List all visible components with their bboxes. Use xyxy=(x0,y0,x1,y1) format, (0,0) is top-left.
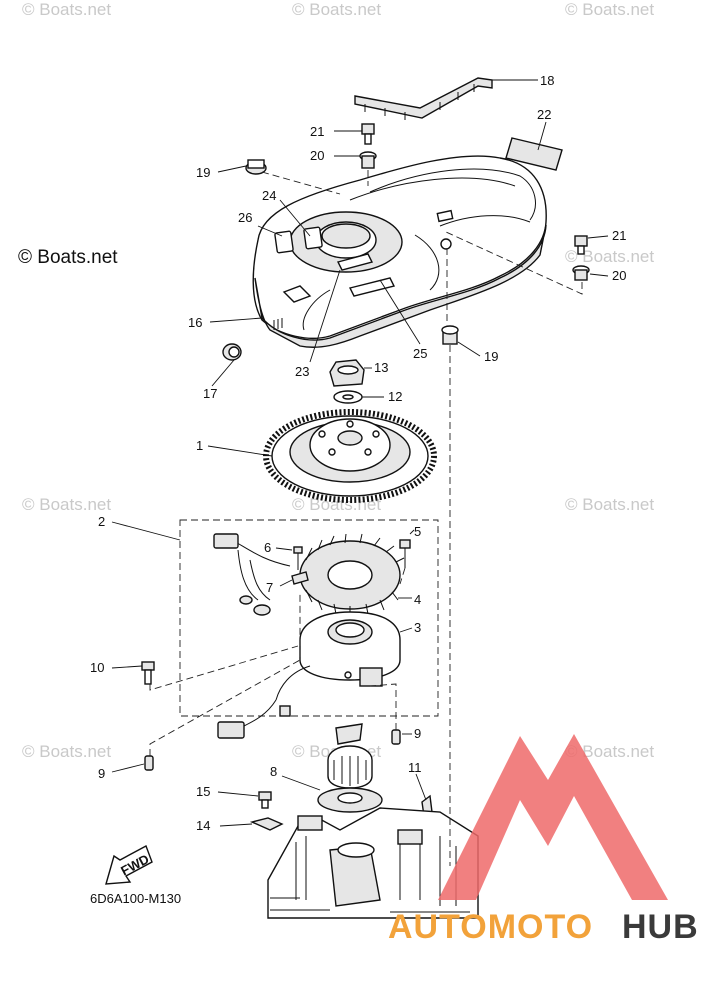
part-8-drive-sleeve xyxy=(317,723,383,813)
callout-20: 20 xyxy=(310,148,324,163)
callout-23: 23 xyxy=(295,364,309,379)
callout-26: 26 xyxy=(238,210,252,225)
callout-10: 10 xyxy=(90,660,104,675)
part-9-dowel-left xyxy=(144,755,154,771)
watermark-text: © Boats.net xyxy=(565,247,654,266)
engine-block xyxy=(267,807,479,919)
brand-hub: HUB xyxy=(622,908,699,946)
part-18-cover-strip xyxy=(354,77,493,120)
watermark-text: © Boats.net xyxy=(565,742,654,761)
callout-8: 8 xyxy=(270,764,277,779)
callout-18: 18 xyxy=(540,73,554,88)
part-21-bolt-top xyxy=(361,123,375,145)
alignment-line xyxy=(149,594,301,756)
watermark-text: © Boats.net xyxy=(22,0,111,19)
callout-21: 21 xyxy=(612,228,626,243)
fwd-label: FWD xyxy=(118,851,151,878)
alignment-line xyxy=(261,171,341,195)
callout-24: 24 xyxy=(262,188,276,203)
callout-2: 2 xyxy=(98,514,105,529)
callout-12: 12 xyxy=(388,389,402,404)
callout-19: 19 xyxy=(484,349,498,364)
part-4-stator xyxy=(299,533,405,616)
callout-9: 9 xyxy=(98,766,105,781)
callout-22: 22 xyxy=(537,107,551,122)
callout-6: 6 xyxy=(264,540,271,555)
part-21-bolt-right xyxy=(574,235,588,255)
part-5-bolt xyxy=(399,539,411,568)
brand-automoto: AUTOMOTO xyxy=(388,908,593,946)
stator-assembly-box xyxy=(179,519,439,717)
callout-17: 17 xyxy=(203,386,217,401)
logo-triangle-icon xyxy=(438,734,668,900)
alignment-line xyxy=(369,683,397,730)
part-16-flywheel-cover xyxy=(252,155,547,348)
callout-11: 11 xyxy=(408,760,422,775)
part-6-screw xyxy=(293,546,303,570)
part-19-grommet-right xyxy=(441,325,459,345)
callout-20: 20 xyxy=(612,268,626,283)
automotohub-logo xyxy=(438,734,668,900)
alignment-line xyxy=(149,645,299,691)
part-14-bracket xyxy=(249,817,284,831)
callout-7: 7 xyxy=(266,580,273,595)
callout-9: 9 xyxy=(414,726,421,741)
watermark-text: © Boats.net xyxy=(22,495,111,514)
callout-5: 5 xyxy=(414,524,421,539)
alignment-line xyxy=(445,231,583,295)
part-19-grommet-left xyxy=(245,159,267,175)
callout-21: 21 xyxy=(310,124,324,139)
part-20-collar-top xyxy=(359,151,377,169)
callout-4: 4 xyxy=(414,592,421,607)
callout-25: 25 xyxy=(413,346,427,361)
callout-numbers: 18 21 20 19 22 24 26 21 20 16 19 17 23 2… xyxy=(90,73,626,833)
callout-1: 1 xyxy=(196,438,203,453)
part-7-clamp xyxy=(291,571,309,585)
callout-15: 15 xyxy=(196,784,210,799)
watermark-text: © Boats.net xyxy=(22,742,111,761)
part-10-bolt xyxy=(141,661,155,685)
callout-3: 3 xyxy=(414,620,421,635)
watermark-main-text: © Boats.net xyxy=(18,247,118,268)
watermark-text: © Boats.net xyxy=(292,0,381,19)
part-13-flywheel-nut xyxy=(329,359,365,387)
callout-13: 13 xyxy=(374,360,388,375)
part-17-grommet xyxy=(222,343,242,361)
diagram-code: 6D6A100-M130 xyxy=(90,891,181,906)
callout-16: 16 xyxy=(188,315,202,330)
part-3-stator-base xyxy=(217,611,401,739)
part-12-washer xyxy=(333,390,363,404)
fwd-arrow: FWD xyxy=(105,845,153,885)
callout-14: 14 xyxy=(196,818,210,833)
part-20-collar-right xyxy=(572,265,590,281)
part-9-dowel-right xyxy=(391,729,401,745)
stator-harness xyxy=(213,533,291,616)
watermark-text: © Boats.net xyxy=(565,495,654,514)
alignment-line xyxy=(399,567,406,585)
callout-19: 19 xyxy=(196,165,210,180)
leader-lines xyxy=(111,79,609,827)
part-1-flywheel xyxy=(263,409,437,503)
part-15-screw xyxy=(258,791,272,809)
watermark-text: © Boats.net xyxy=(565,0,654,19)
part-22-label xyxy=(505,137,563,171)
